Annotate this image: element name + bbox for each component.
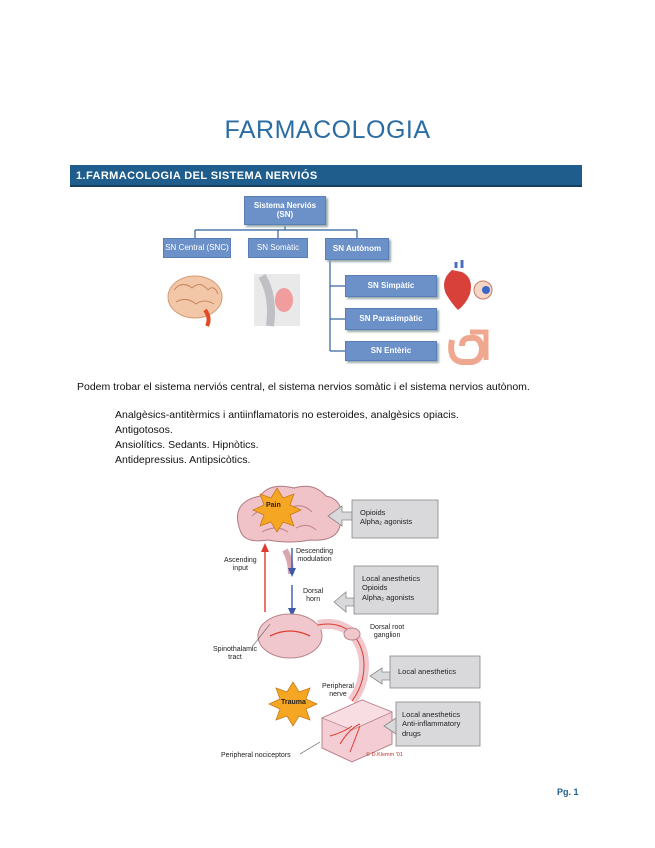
figure-copyright: © D.Klemm '01	[366, 752, 403, 758]
list-item: Analgèsics-antitèrmics i antiinflamatori…	[115, 409, 459, 421]
label-dorsal-horn: Dorsal horn	[303, 588, 324, 604]
intro-paragraph: Podem trobar el sistema nerviós central,…	[77, 381, 530, 393]
heart-eye-illustration	[444, 260, 493, 310]
drug-box-brain: Opioids Alpha₂ agonists	[360, 508, 412, 527]
drug-box-dorsal-horn: Local anesthetics Opioids Alpha₂ agonist…	[362, 574, 420, 602]
page-title: FARMACOLOGIA	[224, 116, 431, 144]
drug-name: Opioids	[362, 583, 388, 593]
label-spinothalamic-tract: Spinothalamic tract	[213, 646, 257, 662]
label-peripheral-nociceptors: Peripheral nociceptors	[221, 752, 291, 759]
label-peripheral-nerve: Peripheral nerve	[322, 683, 354, 699]
node-sn-central: SN Central (SNC)	[163, 238, 231, 258]
intestine-illustration	[448, 329, 489, 365]
drug-name: Local anesthetics	[402, 710, 460, 719]
list-item: Antigotosos.	[115, 424, 173, 436]
drug-name: Opioids	[360, 508, 386, 517]
drug-name: Alpha₂ agonists	[362, 592, 415, 602]
drug-name: drugs	[402, 728, 421, 738]
label-trauma: Trauma	[281, 699, 306, 706]
node-sistema-nervios: Sistema Nerviós (SN)	[244, 196, 326, 225]
drug-name: Local anesthetics	[362, 574, 420, 583]
section-heading: 1.FARMACOLOGIA DEL SISTEMA NERVIÓS	[70, 165, 582, 187]
brain-illustration	[167, 275, 223, 327]
node-sn-parasimpatic: SN Parasimpàtic	[345, 308, 437, 330]
node-sn-simpatic: SN Simpàtic	[345, 275, 437, 297]
list-item: Antidepressius. Antipsicòtics.	[115, 454, 251, 466]
label-pain: Pain	[266, 502, 281, 509]
drug-box-nociceptors: Local anesthetics Anti-inflammatory drug…	[402, 710, 460, 738]
node-sn-enteric: SN Entèric	[345, 341, 437, 361]
diagram-connectors	[167, 225, 493, 365]
label-dorsal-root-ganglion: Dorsal root ganglion	[370, 624, 405, 640]
drug-name: Alpha₂ agonists	[360, 517, 413, 527]
list-item: Ansiolítics. Sedants. Hipnòtics.	[115, 439, 259, 451]
drug-name: Local anesthetics	[398, 667, 456, 676]
somatic-illustration	[254, 273, 300, 327]
node-sn-somatic: SN Somàtic	[248, 238, 308, 258]
page-number: Pg. 1	[557, 787, 579, 797]
drug-box-peripheral-nerve: Local anesthetics	[398, 667, 456, 676]
label-descending-modulation: Descending modulation	[296, 548, 333, 564]
label-ascending-input: Ascending input	[224, 557, 257, 573]
node-sn-autonom: SN Autònom	[325, 238, 389, 260]
drug-name: Anti-inflammatory	[402, 719, 461, 729]
